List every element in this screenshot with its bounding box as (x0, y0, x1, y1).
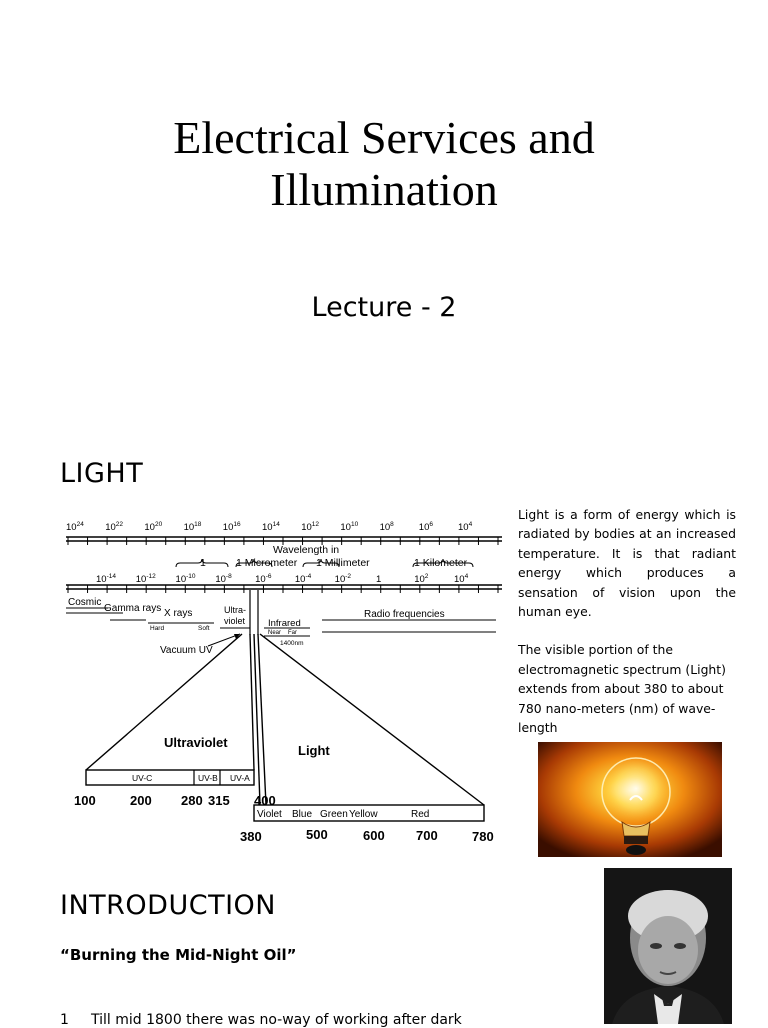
band-vacuum-uv: Vacuum UV (160, 645, 213, 656)
bottom-power-label: 10-8 (215, 573, 232, 585)
bottom-power-label: 104 (454, 573, 469, 585)
visible-scale-700: 700 (416, 828, 438, 843)
band-near: Near (268, 630, 281, 636)
band-xrays: X rays (164, 608, 192, 619)
uv-scale-200: 200 (130, 793, 152, 808)
bottom-power-label: 10-6 (255, 573, 272, 585)
top-power-label: 1020 (144, 521, 162, 533)
band-radio: Radio frequencies (364, 609, 445, 620)
ultraviolet-label: Ultraviolet (164, 735, 228, 750)
list-item-text: Till mid 1800 there was no-way of workin… (91, 1012, 462, 1028)
electromagnetic-spectrum-diagram: 1024 1022 1020 1018 1016 1014 1012 1010 108 106 10… (66, 521, 502, 844)
uv-scale-315: 315 (208, 793, 230, 808)
uv-scale-400: 400 (254, 793, 276, 808)
list-item: 1 Till mid 1800 there was no-way of worki… (60, 1012, 462, 1028)
band-gamma: Gamma rays (104, 603, 161, 614)
top-power-label: 1016 (223, 521, 241, 533)
uv-scale-100: 100 (74, 793, 96, 808)
top-power-label: 1022 (105, 521, 123, 533)
band-hard: Hard (150, 625, 164, 632)
color-yellow: Yellow (349, 809, 378, 820)
uv-c-label: UV-C (132, 773, 152, 783)
bottom-power-label: 102 (414, 573, 429, 585)
light-heading: LIGHT (60, 458, 144, 489)
bottom-power-label: 10-12 (136, 573, 156, 585)
list-item-number: 1 (60, 1012, 69, 1028)
unit-label-1: 1 (200, 557, 206, 569)
slide-title-line2: Illumination (270, 164, 498, 215)
portrait-image (604, 868, 732, 1024)
one-label: 1 (376, 574, 381, 585)
light-label: Light (298, 743, 330, 758)
top-power-label: 1012 (301, 521, 319, 533)
top-power-label: 104 (458, 521, 473, 533)
wavelength-label: Wavelength in (273, 544, 339, 556)
band-soft: Soft (198, 625, 210, 632)
visible-scale-780: 780 (472, 829, 494, 844)
visible-scale-500: 500 (306, 827, 328, 842)
band-far: Far (288, 630, 297, 636)
unit-label-millimeter: 1 Millimeter (316, 557, 370, 569)
band-violet: violet (224, 616, 246, 626)
band-infrared: Infrared (268, 618, 301, 629)
bottom-power-label: 10-10 (176, 573, 196, 585)
band-1400nm: 1400nm (280, 640, 304, 647)
introduction-quote: “Burning the Mid-Night Oil” (60, 946, 297, 964)
band-cosmic: Cosmic (68, 597, 101, 608)
uv-scale-280: 280 (181, 793, 203, 808)
uv-a-label: UV-A (230, 773, 250, 783)
light-description: Light is a form of energy which is radia… (518, 505, 736, 737)
top-power-label: 108 (380, 521, 395, 533)
bottom-power-label: 10-4 (295, 573, 312, 585)
bottom-power-label: 10-14 (96, 573, 116, 585)
uv-b-label: UV-B (198, 773, 218, 783)
top-power-label: 1024 (66, 521, 84, 533)
light-bulb-image (538, 742, 722, 857)
visible-scale-380: 380 (240, 829, 262, 844)
color-red: Red (411, 809, 429, 820)
top-scale: 1024 1022 1020 1018 1016 1014 1012 1010 108 106 10… (66, 521, 502, 545)
slide-title-line1: Electrical Services and (173, 112, 595, 163)
unit-label-micrometer: 1 Micrometer (236, 557, 298, 569)
bottom-scale: 10-14 10-12 10-10 10-8 10-6 10-4 10-2 102 104 (66, 573, 502, 593)
unit-label-kilometer: 1 Kilometer (414, 557, 468, 569)
color-violet: Violet (257, 809, 282, 820)
light-description-para1: Light is a form of energy which is radia… (518, 507, 736, 620)
top-power-label: 1014 (262, 521, 280, 533)
color-green: Green (320, 809, 348, 820)
band-ultra: Ultra- (224, 605, 246, 615)
light-description-para2: The visible portion of the electromagnet… (518, 642, 726, 736)
slide-subtitle: Lecture - 2 (311, 292, 457, 323)
color-blue: Blue (292, 809, 312, 820)
introduction-heading: INTRODUCTION (60, 890, 276, 921)
top-power-label: 106 (419, 521, 434, 533)
slide-title: Electrical Services and Illumination (0, 112, 768, 216)
top-power-label: 1010 (340, 521, 358, 533)
bottom-power-label: 10-2 (335, 573, 352, 585)
top-power-label: 1018 (184, 521, 202, 533)
visible-scale-600: 600 (363, 828, 385, 843)
